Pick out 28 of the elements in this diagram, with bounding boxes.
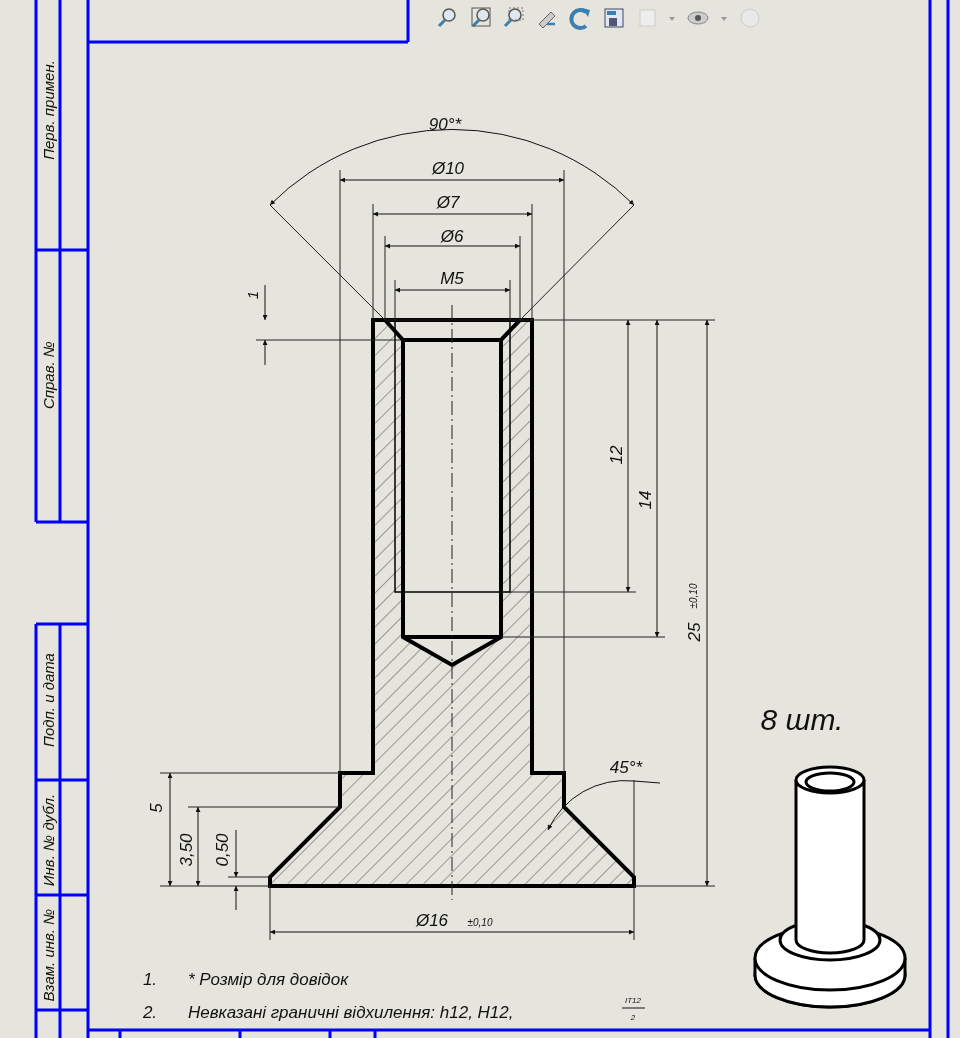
frame-label: Инв. № дубл.	[40, 793, 56, 887]
frame-label: Подп. и дата	[40, 653, 56, 747]
frame-label: Справ. №	[40, 340, 56, 410]
dimension-text: 45°*	[609, 758, 643, 776]
dimension-text: 12	[607, 445, 625, 465]
note-text: Невказані граничні відхилення: h12, H12,	[188, 1003, 514, 1021]
dimension-text: Ø6	[440, 227, 464, 245]
dimension-text: 25	[685, 622, 703, 642]
frame-label: Перв. примен.	[40, 60, 56, 160]
dimension-text: 14	[636, 490, 654, 510]
dimension-text: Ø10	[431, 159, 465, 177]
fraction-numerator: IT12	[625, 997, 641, 1005]
tolerance-text: ±0,10	[467, 918, 493, 928]
dimension-text: Ø16	[415, 911, 449, 929]
dimension-text: 1	[244, 290, 260, 300]
dimension-text: 3,50	[177, 833, 195, 867]
note-number: 1.	[142, 970, 158, 988]
tolerance-text: ±0,10	[689, 583, 699, 609]
note-number: 2.	[142, 1003, 158, 1021]
dimension-text: M5	[440, 269, 464, 287]
frame-label: Взам. инв. №	[40, 908, 56, 1002]
dimension-text: 90°*	[428, 115, 462, 133]
dimension-text: Ø7	[436, 193, 460, 211]
note-text: * Розмір для довідок	[188, 970, 349, 988]
quantity-text: 8 шт.	[760, 705, 844, 735]
dimension-text: 0,50	[213, 833, 231, 867]
fraction-denominator: 2	[630, 1014, 636, 1022]
dimension-text: 5	[147, 803, 165, 813]
